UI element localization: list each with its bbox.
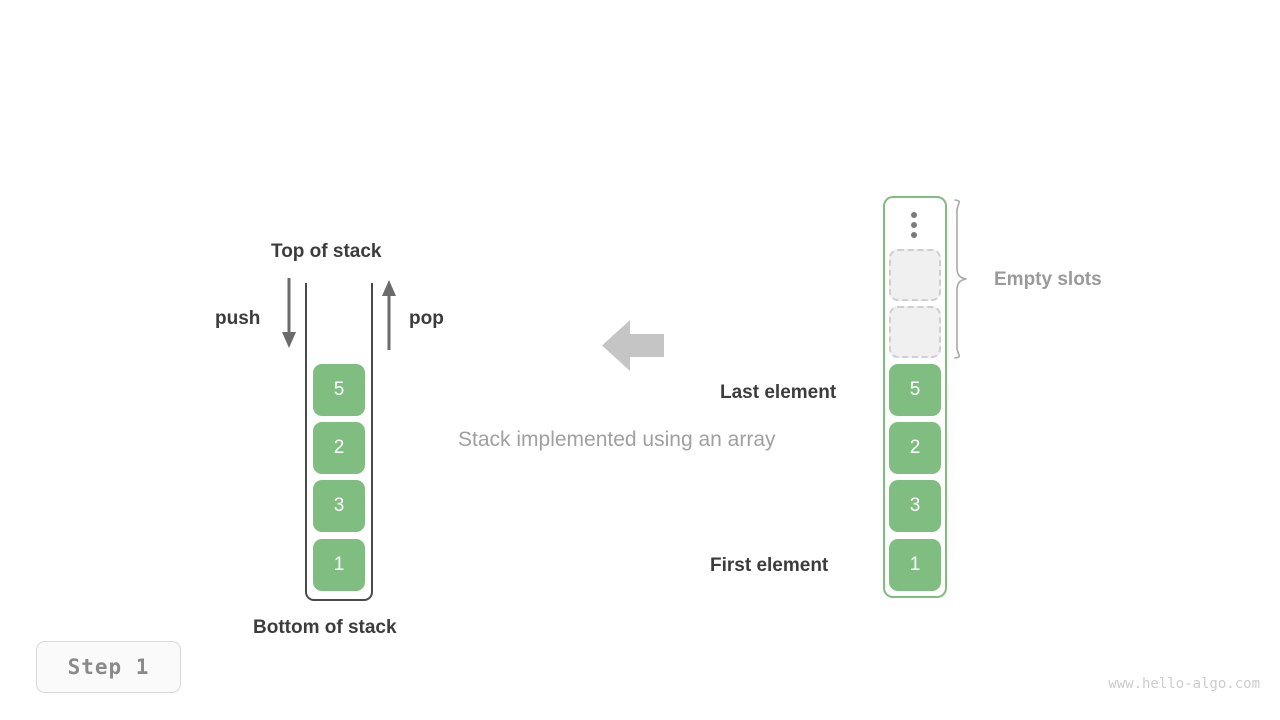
push-arrow-down-icon xyxy=(278,278,300,350)
stack-element: 5 xyxy=(313,364,365,416)
watermark: www.hello-algo.com xyxy=(1108,676,1260,692)
bottom-of-stack-label: Bottom of stack xyxy=(253,617,397,638)
stack-container xyxy=(305,283,373,601)
push-label: push xyxy=(215,308,261,329)
pop-arrow-up-icon xyxy=(378,278,400,350)
arrow-left-icon xyxy=(602,318,664,373)
last-element-label: Last element xyxy=(720,382,837,403)
curly-brace-icon xyxy=(952,198,974,360)
array-element: 5 xyxy=(889,364,941,416)
first-element-label: First element xyxy=(710,555,829,576)
diagram-caption: Stack implemented using an array xyxy=(458,428,776,451)
array-element: 2 xyxy=(889,422,941,474)
vertical-ellipsis-icon xyxy=(909,212,919,238)
array-element: 3 xyxy=(889,480,941,532)
empty-slots-label: Empty slots xyxy=(994,269,1102,290)
array-container xyxy=(883,196,947,598)
step-badge: Step 1 xyxy=(36,641,181,693)
array-empty-slot xyxy=(889,249,941,301)
stack-element: 2 xyxy=(313,422,365,474)
top-of-stack-label: Top of stack xyxy=(271,241,382,262)
stack-element: 1 xyxy=(313,539,365,591)
pop-label: pop xyxy=(409,308,444,329)
array-element: 1 xyxy=(889,539,941,591)
stack-element: 3 xyxy=(313,480,365,532)
array-empty-slot xyxy=(889,306,941,358)
